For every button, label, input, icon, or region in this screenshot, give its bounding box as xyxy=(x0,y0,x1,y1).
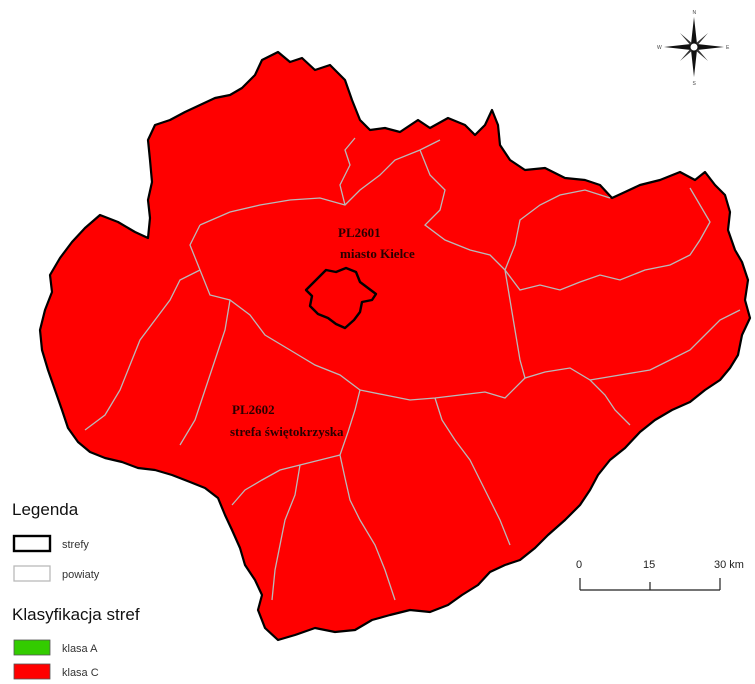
zone-label-kielce-code: PL2601 xyxy=(338,225,381,240)
zone-label-kielce-name: miasto Kielce xyxy=(340,246,415,261)
zone-label-swietokrzyska-code: PL2602 xyxy=(232,402,275,417)
legend-swatch-klasa-a xyxy=(13,639,51,656)
legend-label-powiaty: powiaty xyxy=(62,569,100,581)
compass-letter-n: N xyxy=(693,10,697,16)
zone-kielce-outline[interactable] xyxy=(304,266,378,330)
legend-title: Legenda xyxy=(12,500,79,519)
legend-label-klasa-c: klasa C xyxy=(62,667,99,679)
scale-tick-30: 30 km xyxy=(714,559,744,571)
compass-letter-s: S xyxy=(693,81,697,87)
scale-bar xyxy=(579,578,721,591)
powiaty-boundaries xyxy=(84,137,741,601)
zone-label-swietokrzyska-name: strefa świętokrzyska xyxy=(230,424,344,439)
scale-tick-0: 0 xyxy=(576,559,582,571)
legend-swatch-strefy xyxy=(12,534,52,553)
legend-label-strefy: strefy xyxy=(62,539,89,551)
scale-tick-15: 15 xyxy=(643,559,655,571)
legend-swatch-klasa-c xyxy=(13,663,51,680)
north-arrow-icon: N E S W xyxy=(657,10,730,87)
legend: Legenda strefy powiaty Klasyfikacja stre… xyxy=(12,500,140,680)
compass-letter-w: W xyxy=(657,45,662,51)
region-swietokrzyskie[interactable] xyxy=(38,50,752,642)
legend-label-klasa-a: klasa A xyxy=(62,643,98,655)
compass-letter-e: E xyxy=(726,45,730,51)
legend-swatch-powiaty xyxy=(13,565,51,582)
classification-title: Klasyfikacja stref xyxy=(12,605,140,624)
